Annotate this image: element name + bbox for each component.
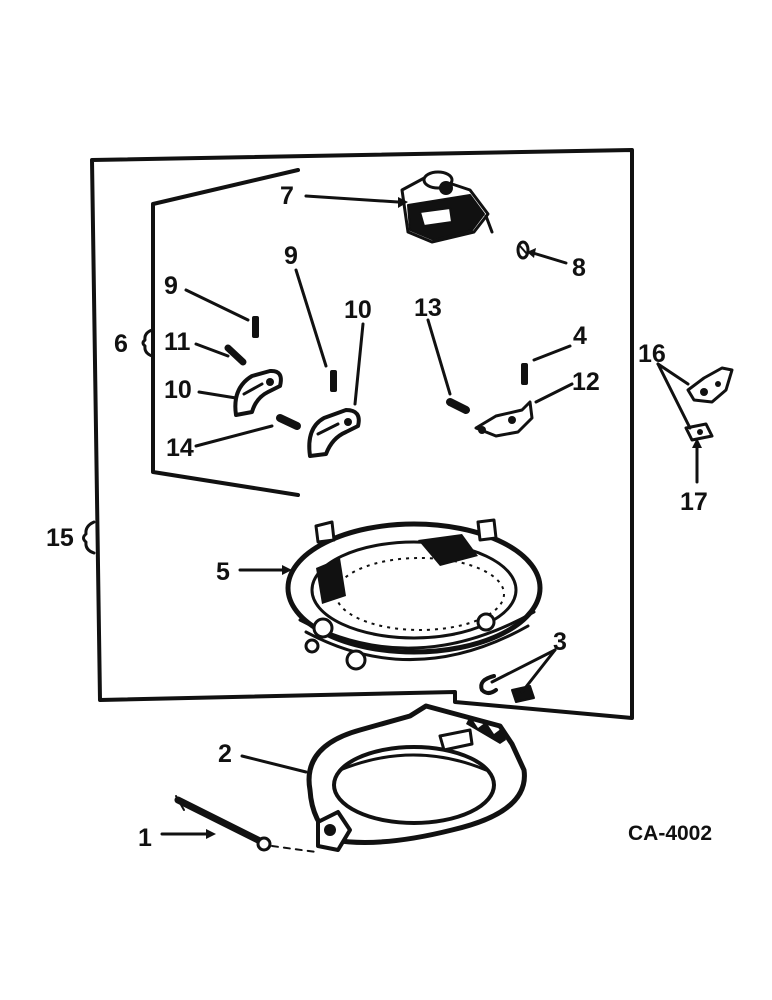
callout-8: 8 <box>572 254 586 282</box>
part-8-screw <box>516 240 530 260</box>
bracket-item-6 <box>151 168 300 497</box>
part-11-pin <box>224 344 247 366</box>
part-5-ring-assembly <box>285 518 543 671</box>
callout-10a: 10 <box>164 376 192 404</box>
callout-15: 15 <box>46 524 74 552</box>
brace-15 <box>82 520 96 555</box>
part-9-pin-middle <box>330 370 337 392</box>
callout-5: 5 <box>216 558 230 586</box>
callout-16: 16 <box>638 340 666 368</box>
callout-12: 12 <box>572 368 600 396</box>
drawing-code: CA-4002 <box>628 822 712 845</box>
leader-lines <box>160 194 702 839</box>
callout-3: 3 <box>553 628 567 656</box>
callout-6: 6 <box>114 330 128 358</box>
part-4-pin <box>521 363 528 385</box>
part-7-control-housing <box>400 170 494 244</box>
callout-9a: 9 <box>164 272 178 300</box>
callout-9b: 9 <box>284 242 298 270</box>
part-2-base-ring <box>306 703 527 852</box>
callout-11: 11 <box>164 328 191 356</box>
part-17-clip <box>684 422 714 442</box>
part-14-pin <box>276 414 301 430</box>
callout-1: 1 <box>138 824 152 852</box>
part-9-pin-left <box>252 316 259 338</box>
part-10-latch-left <box>233 368 283 417</box>
callout-4: 4 <box>573 322 587 350</box>
part-1-bolt <box>174 795 317 853</box>
callout-10b: 10 <box>344 296 372 324</box>
callout-14: 14 <box>166 434 194 462</box>
callout-17: 17 <box>680 488 708 516</box>
part-16-cam <box>686 366 734 404</box>
callout-2: 2 <box>218 740 232 768</box>
callout-7: 7 <box>280 182 294 210</box>
brace-6 <box>141 328 154 358</box>
part-12-bracket <box>474 400 534 438</box>
part-13-pin <box>446 398 470 414</box>
assembly-outline <box>90 148 634 720</box>
callout-13: 13 <box>414 294 442 322</box>
part-10-latch-middle <box>307 408 361 458</box>
